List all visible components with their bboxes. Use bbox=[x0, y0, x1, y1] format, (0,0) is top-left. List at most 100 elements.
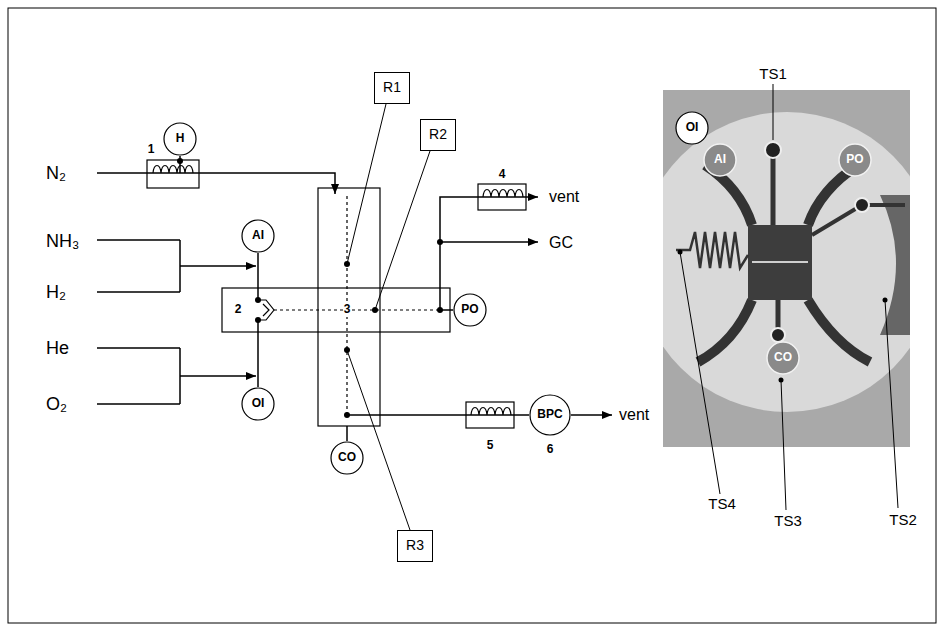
sensor-label: TS4 bbox=[707, 495, 737, 512]
serpentine-heater bbox=[676, 232, 748, 268]
sensor-label: TS1 bbox=[758, 65, 788, 82]
node-label: BPC bbox=[537, 408, 562, 421]
circle-outline bbox=[676, 112, 708, 144]
reference-box: R1 bbox=[374, 72, 410, 104]
node-label: AI bbox=[252, 229, 264, 242]
node-label: OI bbox=[686, 121, 699, 134]
heater-coil bbox=[471, 408, 511, 416]
figure-frame bbox=[8, 8, 936, 623]
gas-name: He bbox=[45, 338, 70, 359]
text-stack: R3 bbox=[406, 538, 424, 553]
junction-dot bbox=[255, 317, 261, 323]
leader-line bbox=[347, 104, 386, 264]
node-label: R2 bbox=[429, 127, 447, 142]
junction-dots bbox=[177, 158, 443, 418]
text-stack: PO bbox=[846, 153, 863, 166]
junction-dot bbox=[344, 347, 350, 353]
reference-box: R3 bbox=[397, 530, 433, 562]
port-circle: CO bbox=[766, 341, 800, 375]
junction-dot bbox=[344, 261, 350, 267]
sensor-dot bbox=[883, 298, 888, 303]
sensor-dot bbox=[779, 378, 784, 383]
junction-dot bbox=[344, 412, 350, 418]
port bbox=[771, 328, 785, 342]
inlet-circle: OI bbox=[241, 387, 275, 421]
reactor-plate bbox=[663, 112, 910, 412]
heater-symbols bbox=[147, 160, 526, 428]
feed-arrow bbox=[180, 265, 256, 267]
gas-name: NH₃ bbox=[45, 231, 80, 252]
text-stack: R1 bbox=[383, 80, 401, 95]
sensor-dots bbox=[678, 250, 888, 383]
callout-number: 4 bbox=[498, 168, 507, 182]
mixer-chevron bbox=[258, 300, 274, 320]
node-label: OI bbox=[252, 397, 265, 410]
text-stack: OI bbox=[686, 121, 699, 134]
reaction-chip bbox=[748, 225, 812, 300]
sensor-label: TS3 bbox=[773, 512, 803, 529]
feed-arrow bbox=[180, 375, 256, 377]
heater-symbol bbox=[147, 160, 199, 188]
outlet-label: GC bbox=[548, 234, 574, 252]
text-stack: CO bbox=[338, 451, 356, 464]
coolant-housing bbox=[318, 188, 380, 426]
vent-line bbox=[440, 197, 538, 310]
sensor-dot bbox=[678, 250, 683, 255]
vent-line bbox=[571, 414, 612, 416]
callout-number: 5 bbox=[486, 439, 495, 453]
reaction-channel-photo bbox=[752, 261, 808, 263]
text-stack: H bbox=[176, 132, 185, 145]
leader-line bbox=[375, 151, 430, 310]
port-circle: OI bbox=[675, 111, 709, 145]
sensor-leaders bbox=[680, 84, 898, 510]
reactor-housing bbox=[222, 188, 450, 426]
sensor-label: TS2 bbox=[888, 511, 918, 528]
sensor-channel bbox=[773, 150, 778, 335]
nitrogen-line bbox=[97, 173, 335, 194]
circle-outline bbox=[242, 220, 274, 252]
node-label: CO bbox=[338, 451, 356, 464]
leader-line bbox=[885, 300, 898, 508]
leader-line bbox=[773, 84, 774, 140]
node-label: R3 bbox=[406, 538, 424, 553]
junction-dot bbox=[437, 307, 443, 313]
outlet-circle: PO bbox=[453, 293, 487, 327]
coolant-outlet-circle: CO bbox=[330, 441, 364, 475]
port bbox=[765, 142, 781, 158]
junction-dot bbox=[437, 239, 443, 245]
circle-outline bbox=[331, 442, 363, 474]
gc-line bbox=[440, 241, 538, 243]
pressure-controller-circle: BPC bbox=[529, 394, 571, 436]
heater-coil bbox=[153, 166, 193, 174]
text-stack: CO bbox=[774, 351, 792, 364]
callout-number: 1 bbox=[147, 143, 156, 157]
circle-outline bbox=[164, 123, 196, 155]
junction-dot bbox=[255, 297, 261, 303]
channel-housing bbox=[222, 288, 450, 332]
inlet-stem bbox=[257, 253, 259, 300]
junction-dot bbox=[372, 307, 378, 313]
reaction-channel bbox=[274, 309, 440, 310]
channel-arm bbox=[698, 165, 870, 362]
node-label: CO bbox=[774, 351, 792, 364]
contact-region bbox=[880, 195, 910, 335]
callout-number: 2 bbox=[234, 303, 243, 317]
leader-line bbox=[347, 350, 410, 530]
coolant-outlet-line bbox=[347, 414, 529, 416]
inlet-stem bbox=[257, 320, 259, 387]
gas-lines bbox=[97, 156, 612, 441]
callout-number: 6 bbox=[546, 443, 555, 457]
gas-name: N₂ bbox=[45, 163, 67, 184]
inlet-circle: AI bbox=[241, 219, 275, 253]
heater-control-circle: H bbox=[163, 122, 197, 156]
text-stack: AI bbox=[252, 229, 264, 242]
heater-symbol bbox=[478, 184, 526, 210]
outlet-label: vent bbox=[618, 406, 650, 424]
text-stack: OI bbox=[252, 397, 265, 410]
text-stack: AI bbox=[714, 153, 726, 166]
text-stack: PO bbox=[461, 303, 478, 316]
node-label: PO bbox=[461, 303, 478, 316]
node-label: H bbox=[176, 132, 185, 145]
circle-outline bbox=[839, 144, 871, 176]
